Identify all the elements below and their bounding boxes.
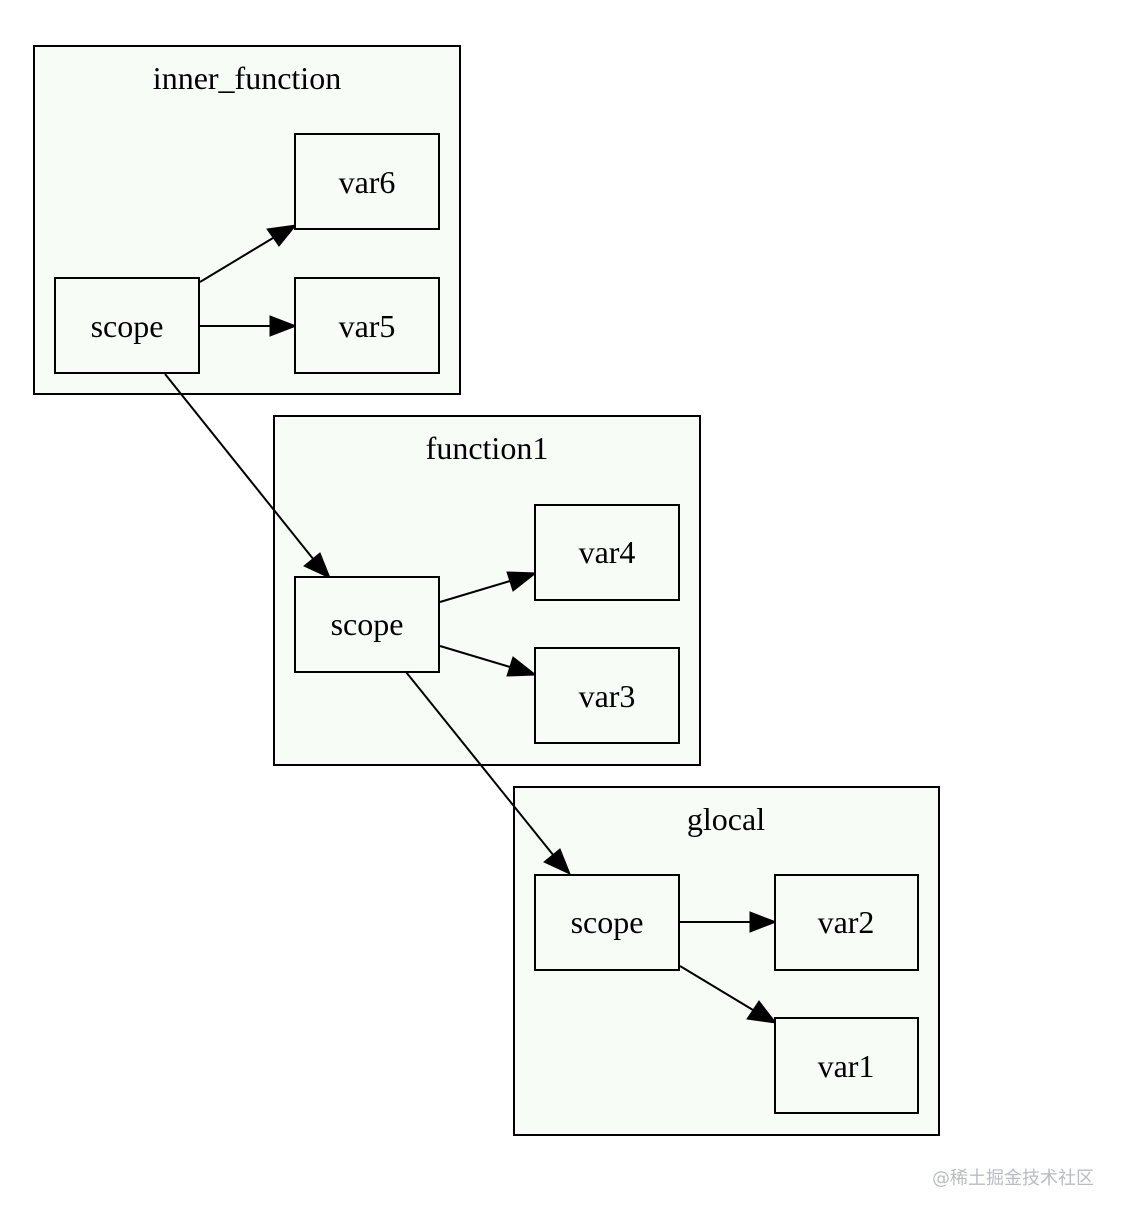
- node-label: var5: [339, 308, 396, 344]
- node-var1[interactable]: var1: [774, 1017, 919, 1114]
- node-label: var6: [339, 164, 396, 200]
- node-inner-function-scope[interactable]: scope: [54, 277, 200, 374]
- node-box: [534, 647, 680, 744]
- edge-if-scope-var6-arrowhead: [266, 224, 298, 247]
- edge-g-scope-var1: [679, 965, 754, 1011]
- node-box: [534, 504, 680, 601]
- node-label: scope: [91, 308, 164, 344]
- edge-f1-scope-var3: [439, 645, 511, 668]
- watermark-text: @稀土掘金技术社区: [932, 1168, 1094, 1189]
- node-label: scope: [571, 904, 644, 940]
- node-box: [534, 874, 680, 971]
- node-box: [54, 277, 200, 374]
- node-label: var4: [579, 534, 636, 570]
- cluster-inner-function-label: inner_function: [153, 60, 341, 96]
- node-label: var3: [579, 678, 636, 714]
- edge-g-scope-var1-arrowhead: [746, 1000, 778, 1024]
- edge-f1-scope-var3-arrowhead: [506, 656, 538, 677]
- cluster-glocal-label: glocal: [687, 801, 765, 837]
- node-label: var1: [818, 1048, 875, 1084]
- edge-f1-scope-g-scope-arrowhead: [543, 848, 571, 875]
- node-var3[interactable]: var3: [534, 647, 680, 744]
- edge-f1-scope-g-scope: [405, 671, 555, 857]
- node-var2[interactable]: var2: [774, 874, 919, 971]
- node-box: [774, 874, 919, 971]
- node-glocal-scope[interactable]: scope: [534, 874, 680, 971]
- node-var6[interactable]: var6: [294, 133, 440, 230]
- edge-if-scope-var5-arrowhead: [269, 315, 298, 337]
- node-var4[interactable]: var4: [534, 504, 680, 601]
- node-label: scope: [331, 606, 404, 642]
- node-box: [774, 1017, 919, 1114]
- edges: [164, 224, 778, 1024]
- node-var5[interactable]: var5: [294, 277, 440, 374]
- edge-if-scope-f1-scope-arrowhead: [303, 552, 331, 579]
- edge-if-scope-var6: [199, 237, 274, 283]
- node-box: [294, 133, 440, 230]
- cluster-function1-label: function1: [426, 430, 549, 466]
- edge-if-scope-f1-scope: [164, 373, 315, 561]
- edge-f1-scope-var4: [439, 580, 511, 603]
- node-label: var2: [818, 904, 875, 940]
- node-box: [294, 576, 440, 673]
- edge-f1-scope-var4-arrowhead: [506, 571, 538, 592]
- node-box: [294, 277, 440, 374]
- node-function1-scope[interactable]: scope: [294, 576, 440, 673]
- edge-g-scope-var2-arrowhead: [749, 911, 778, 933]
